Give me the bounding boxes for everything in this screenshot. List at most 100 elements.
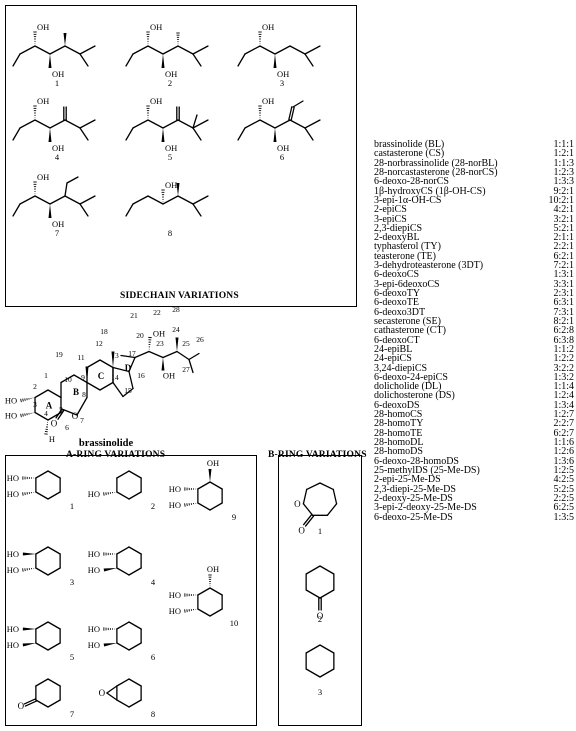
compound-code: 5:2:1 — [553, 222, 574, 234]
double-bond — [24, 700, 38, 707]
compound-code: 6:2:8 — [553, 325, 574, 337]
bond — [292, 100, 304, 108]
bond — [192, 53, 202, 67]
bond — [162, 195, 179, 205]
hydroxyl-label: OH — [163, 371, 175, 381]
compound-row: 28-norcastasterone (28-norCS)1:2:3 — [374, 167, 574, 177]
compound-code: 3:2:1 — [553, 213, 574, 225]
bond — [176, 350, 190, 361]
hydroxyl-label: OH — [165, 180, 177, 190]
bond — [12, 127, 21, 141]
bond — [99, 359, 114, 369]
hydroxyl-label: OH — [150, 22, 162, 32]
compound-code: 2:1:1 — [553, 232, 574, 244]
atom-number: 20 — [136, 331, 144, 340]
a-ring-variant: O7 — [18, 678, 74, 719]
bond — [304, 119, 321, 129]
oxygen-label: O — [298, 525, 305, 535]
bond — [132, 195, 149, 205]
a-ring-variations-panel — [5, 455, 257, 726]
bond — [259, 45, 276, 55]
atom-number: 19 — [55, 350, 63, 359]
compound-row: 1β-hydroxyCS (1β-OH-CS)9:2:1 — [374, 186, 574, 196]
bond — [188, 352, 200, 361]
variant-number: 2 — [151, 501, 155, 511]
variant-number: 6 — [151, 652, 155, 662]
bond — [197, 481, 211, 490]
bond — [116, 546, 130, 555]
compound-name-label: brassinolide — [79, 438, 134, 449]
compound-row: 25-methylDS (25-Me-DS)1:2:5 — [374, 465, 574, 475]
bond — [64, 195, 81, 205]
compound-row: 28-norbrassinolide (28-norBL)1:1:3 — [374, 158, 574, 168]
bond — [116, 678, 130, 687]
atom-number: 23 — [156, 339, 164, 348]
compound-code: 1:1:2 — [553, 343, 574, 355]
bond — [147, 45, 164, 55]
atom-number: 8 — [82, 390, 86, 399]
compound-name: typhasterol (TY) — [374, 241, 441, 253]
variant-number: 3 — [318, 687, 322, 697]
bond — [34, 195, 51, 205]
bond — [79, 53, 89, 67]
hydroxyl-label: HO — [5, 411, 17, 421]
wedge-bond — [103, 568, 117, 572]
oxygen-label: O — [72, 411, 79, 421]
bond — [116, 621, 130, 630]
compound-code: 1:3:6 — [553, 455, 574, 467]
atom-number: 16 — [137, 371, 145, 380]
hydroxyl-label: HO — [88, 549, 100, 559]
bond — [305, 668, 321, 678]
bond — [319, 565, 335, 575]
variant-number: 10 — [230, 618, 239, 628]
variant-number: 4 — [55, 152, 60, 162]
bond — [197, 502, 211, 511]
atom-number: 12 — [95, 339, 103, 348]
hydroxyl-label: HO — [7, 565, 19, 575]
bond — [304, 127, 314, 141]
atom-number: 2 — [33, 382, 37, 391]
hydroxyl-label: OH — [37, 172, 49, 182]
hash-bond — [22, 413, 24, 417]
bond — [305, 565, 321, 575]
bond — [177, 45, 194, 55]
compound-name: 6-deoxo-24-epiCS — [374, 371, 448, 383]
bond — [116, 491, 130, 500]
bond — [192, 45, 209, 55]
bond — [35, 567, 49, 576]
bond — [319, 644, 335, 654]
wedge-bond — [22, 552, 36, 556]
variant-number: 1 — [70, 501, 74, 511]
bond — [244, 45, 261, 55]
wedge-bond — [63, 33, 67, 46]
double-bond — [304, 515, 315, 527]
oxygen-label: O — [18, 701, 25, 711]
bond — [244, 119, 261, 129]
bond — [128, 621, 142, 630]
bond — [289, 45, 306, 55]
bond — [128, 356, 136, 373]
bond — [34, 119, 51, 129]
bond — [35, 470, 49, 479]
hydroxyl-label: HO — [169, 590, 181, 600]
hash-bond — [184, 609, 186, 613]
bond — [192, 114, 198, 129]
bond — [128, 491, 142, 500]
bond — [147, 119, 164, 129]
hydroxyl-label: OH — [262, 96, 274, 106]
atom-number: 13 — [111, 351, 119, 360]
bond — [326, 503, 338, 516]
compound-code: 1:3:4 — [553, 399, 574, 411]
b-ring-variant: 3 — [305, 644, 335, 697]
